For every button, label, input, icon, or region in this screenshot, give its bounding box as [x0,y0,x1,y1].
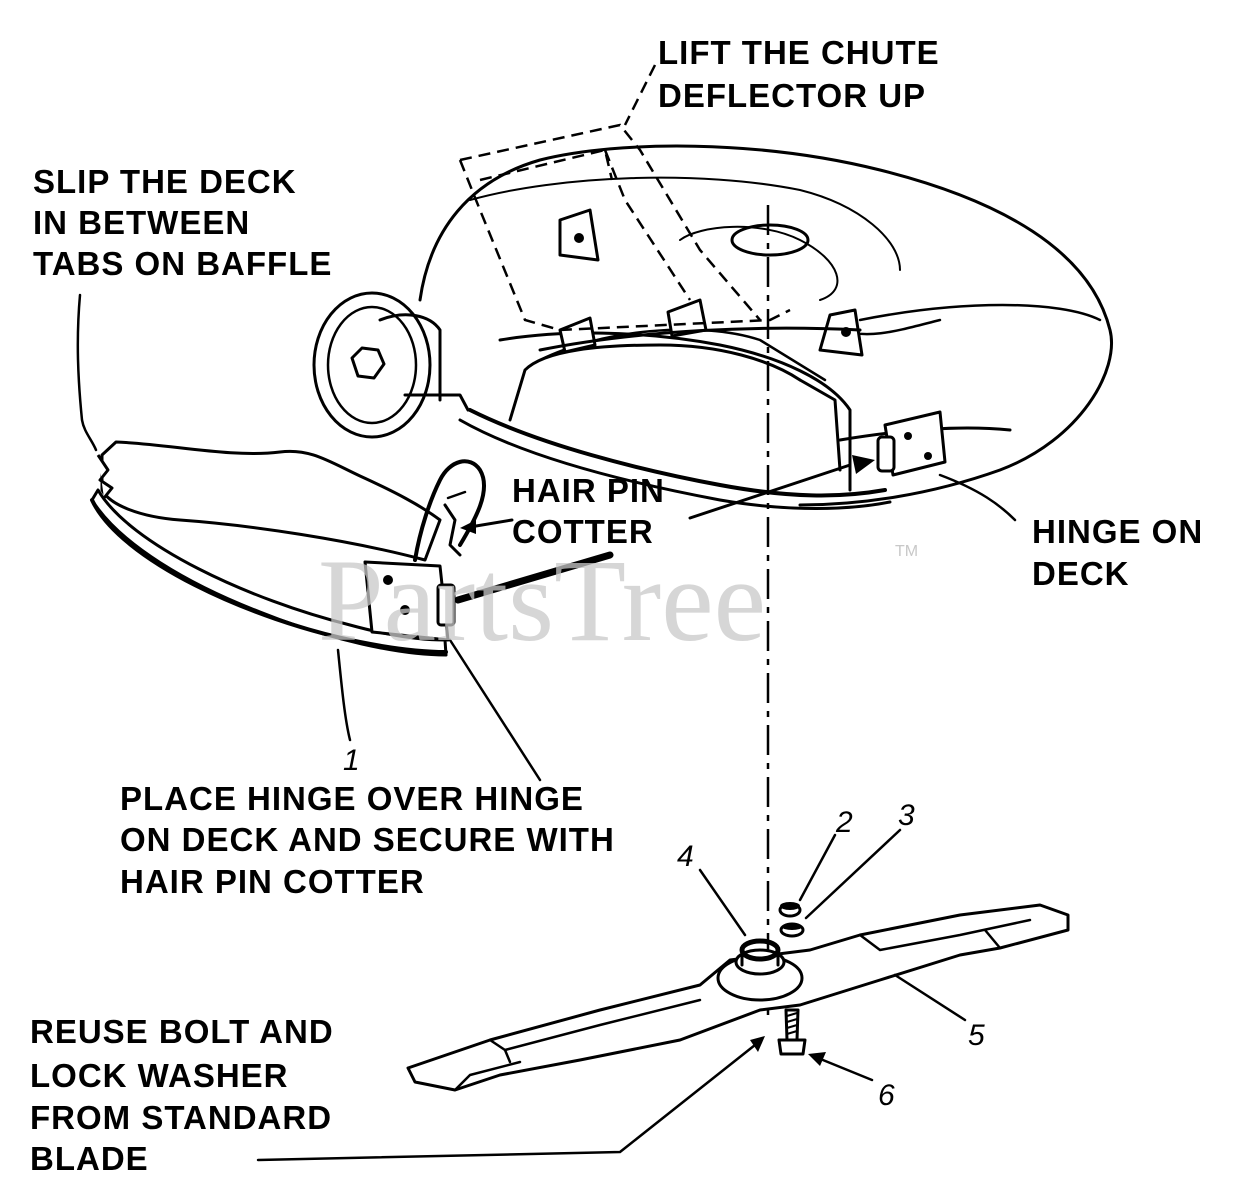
label-reuse-bolt-line3: FROM STANDARD [30,1099,332,1136]
label-reuse-bolt-line4: BLADE [30,1140,149,1177]
label-lift-chute-line1: LIFT THE CHUTE [658,34,940,71]
blade-bolt [777,1008,807,1056]
callout-part-6: 6 [878,1079,895,1112]
label-hair-pin-line2: COTTER [512,513,654,550]
label-hinge-on-deck-line1: HINGE ON [1032,513,1203,550]
callout-part-2: 2 [835,806,853,839]
label-hinge-on-deck-line2: DECK [1032,555,1130,592]
lock-washer-2 [778,902,802,918]
hair-pin-cotter [413,459,486,562]
label-slip-deck-line3: TABS ON BAFFLE [33,245,332,282]
label-reuse-bolt-line1: REUSE BOLT AND [30,1013,334,1050]
label-reuse-bolt-line2: LOCK WASHER [30,1057,289,1094]
callout-part-5: 5 [968,1019,985,1052]
callout-part-4: 4 [677,840,694,873]
label-slip-deck-line1: SLIP THE DECK [33,163,297,200]
label-place-hinge-line1: PLACE HINGE OVER HINGE [120,780,584,817]
mulching-baffle [90,440,486,657]
wheel [312,291,470,439]
watermark-trademark: TM [895,543,918,560]
watermark-text: PartsTree [318,535,766,666]
label-place-hinge-line2: ON DECK AND SECURE WITH [120,821,615,858]
deck-hinge-plate [876,410,947,477]
blade-adapter [716,938,804,1002]
mower-deck [418,144,1113,510]
chute-deflector-lifted [458,64,791,332]
label-place-hinge-line3: HAIR PIN COTTER [120,863,425,900]
baffle-hinge-bracket [363,560,456,642]
label-hair-pin-line1: HAIR PIN [512,472,665,509]
callout-part-3: 3 [898,799,915,832]
callout-part-1: 1 [343,744,360,777]
label-lift-chute-line2: DEFLECTOR UP [658,77,926,114]
washer-3 [779,922,805,938]
label-slip-deck-line2: IN BETWEEN [33,204,250,241]
leader-lines [76,293,1017,1162]
